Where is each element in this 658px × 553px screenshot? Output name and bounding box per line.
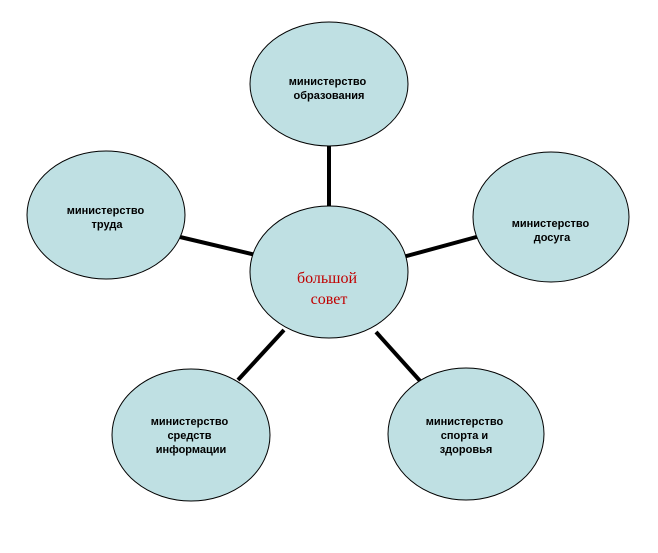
connector-labor <box>179 235 257 257</box>
node-media: министерство средств информации <box>111 368 271 502</box>
connector-media <box>236 328 286 382</box>
node-media-circle <box>111 368 271 502</box>
node-education: министерство образования <box>249 21 409 147</box>
node-education-circle <box>249 21 409 147</box>
node-leisure-circle <box>472 151 630 283</box>
node-center-circle <box>249 205 409 339</box>
node-sport-health: министерство спорта и здоровья <box>387 367 545 501</box>
node-labor-label: министерство труда <box>67 205 148 231</box>
node-sport-health-label: министерство спорта и здоровья <box>426 416 507 456</box>
node-center: большой совет <box>249 205 409 339</box>
node-sport-health-circle <box>387 367 545 501</box>
node-center-label: большой совет <box>297 270 361 308</box>
node-leisure-label: министерство досуга <box>512 218 593 244</box>
connector-sport-health <box>374 330 423 384</box>
node-education-label: министерство образования <box>289 76 370 102</box>
node-media-label: министерство средств информации <box>151 416 232 456</box>
node-leisure: министерство досуга <box>472 151 630 283</box>
connector-leisure <box>402 234 481 259</box>
node-labor-circle <box>26 150 186 280</box>
node-labor: министерство труда <box>26 150 186 280</box>
